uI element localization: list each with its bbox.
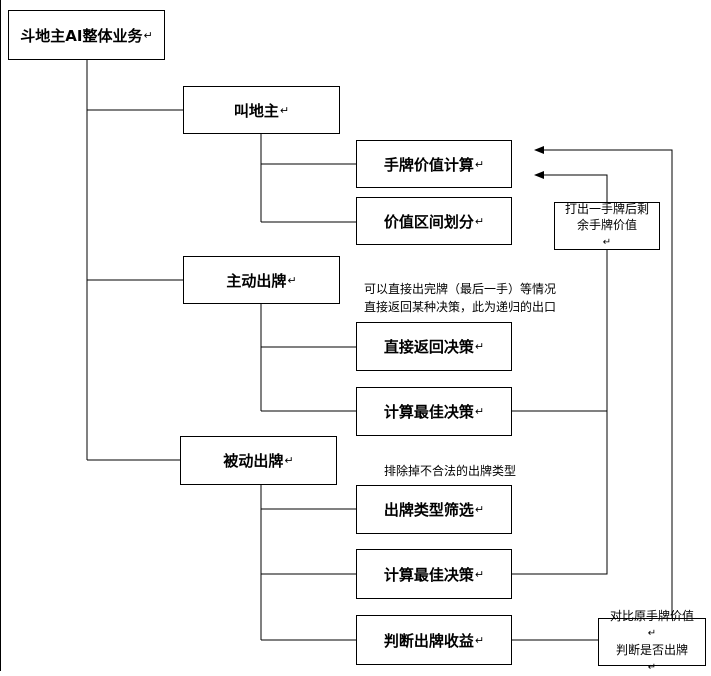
return-mark: ↵	[474, 503, 485, 516]
arrow-to-handvalue-lower	[534, 171, 608, 202]
return-mark: ↵	[647, 628, 657, 639]
note-line: 对比原手牌价值	[609, 609, 694, 623]
return-mark: ↵	[474, 567, 485, 581]
node-value-interval: 价值区间划分↵	[356, 197, 512, 245]
return-mark: ↵	[474, 214, 485, 228]
annotation-line: 排除掉不合法的出牌类型	[384, 464, 517, 478]
return-mark: ↵	[287, 273, 297, 287]
root-node: 斗地主AI整体业务↵	[8, 10, 165, 60]
return-mark: ↵	[143, 28, 153, 42]
node-label: 判断出牌收益	[383, 631, 474, 650]
return-mark: ↵	[284, 454, 294, 467]
node-bid-landlord: 叫地主↵	[183, 86, 340, 134]
return-mark: ↵	[602, 237, 612, 248]
node-label: 计算最佳决策	[383, 565, 474, 584]
note-line: 余手牌价值	[576, 218, 637, 232]
feedback-passive-best	[512, 250, 608, 575]
node-label: 叫地主	[233, 101, 279, 120]
arrow-to-handvalue-upper	[534, 146, 673, 618]
root-label: 斗地主AI整体业务	[20, 26, 143, 45]
node-label: 直接返回决策	[383, 338, 474, 356]
node-label: 计算最佳决策	[383, 403, 474, 421]
node-direct-return: 直接返回决策↵	[356, 322, 512, 371]
node-label: 主动出牌	[226, 271, 287, 290]
node-label: 出牌类型筛选	[383, 501, 474, 519]
return-mark: ↵	[474, 633, 485, 647]
return-mark: ↵	[474, 340, 485, 353]
return-mark: ↵	[647, 662, 657, 673]
node-passive-play: 被动出牌↵	[180, 436, 337, 485]
node-active-play: 主动出牌↵	[183, 256, 340, 304]
node-play-type-filter: 出牌类型筛选↵	[356, 485, 512, 534]
note-compare-hand-value: 对比原手牌价值 ↵ 判断是否出牌 ↵	[598, 609, 706, 673]
node-label: 被动出牌	[223, 452, 284, 470]
node-hand-value-calc: 手牌价值计算↵	[356, 140, 512, 188]
note-remaining-hand-value: 打出一手牌后剩 余手牌价值 ↵	[554, 202, 660, 250]
node-label: 手牌价值计算	[383, 155, 474, 174]
node-active-best-decision: 计算最佳决策↵	[356, 387, 512, 436]
note-line: 打出一手牌后剩	[564, 202, 649, 216]
return-mark: ↵	[474, 157, 485, 171]
node-play-gain: 判断出牌收益↵	[356, 615, 512, 665]
node-passive-best-decision: 计算最佳决策↵	[356, 549, 512, 599]
return-mark: ↵	[279, 103, 290, 117]
note-line: 判断是否出牌	[615, 643, 688, 657]
annotation-line: 直接返回某种决策，此为递归的出口	[364, 300, 557, 314]
node-label: 价值区间划分	[383, 212, 474, 231]
return-mark: ↵	[474, 405, 485, 418]
page-left-border	[0, 0, 1, 671]
annotation-line: 可以直接出完牌（最后一手）等情况	[364, 282, 557, 296]
